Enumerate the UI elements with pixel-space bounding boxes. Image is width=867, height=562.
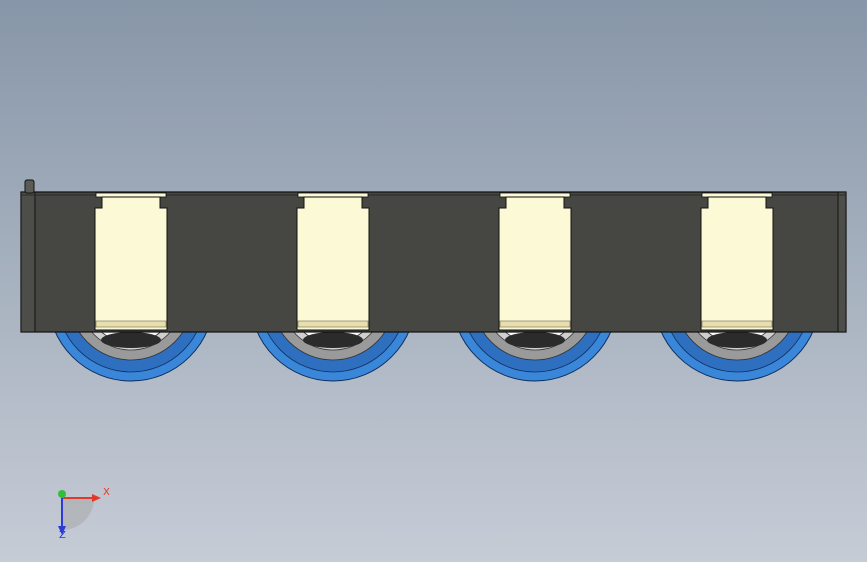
bearing-block-set (94, 192, 774, 331)
z-axis-label: Z (59, 530, 66, 541)
y-axis-indicator (58, 490, 66, 498)
bearing-block-4[interactable] (700, 192, 774, 331)
bearing-block-3[interactable] (498, 192, 572, 331)
axis-triad (58, 490, 101, 535)
x-axis-label: X (103, 487, 110, 498)
bearing-block-1[interactable] (94, 192, 168, 331)
bearing-block-2[interactable] (296, 192, 370, 331)
